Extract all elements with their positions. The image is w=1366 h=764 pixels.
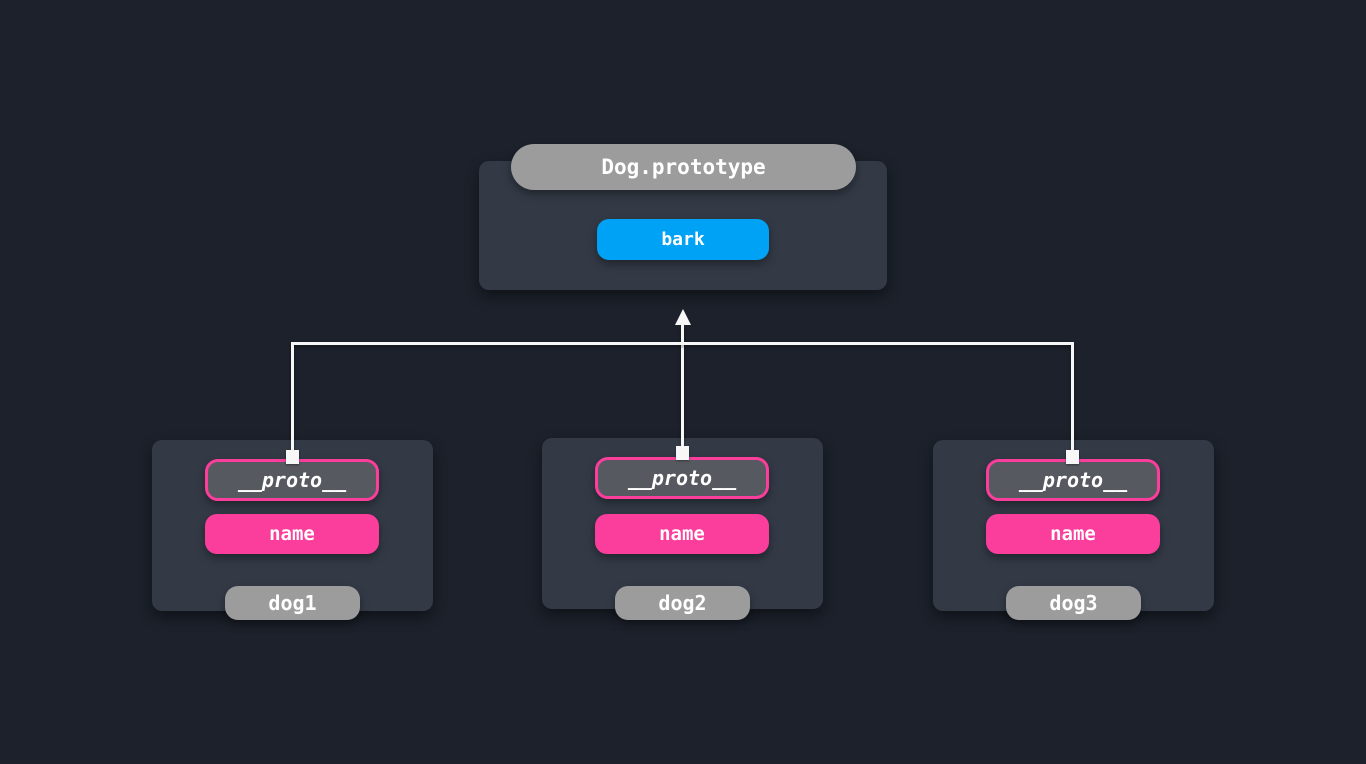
connector-endpoint-square-dog1 [286,450,299,464]
prototype-title-pill: Dog.prototype [511,144,856,190]
connector-center-vertical [681,324,684,450]
method-bark-pill: bark [597,219,769,260]
connector-endpoint-square-dog3 [1066,450,1079,464]
proto-pill-dog2: __proto__ [595,457,769,499]
var-label-dog3: dog3 [1006,586,1141,620]
arrow-up-icon [675,309,691,325]
name-pill-dog3: name [986,514,1160,554]
connector-endpoint-square-dog2 [676,446,689,460]
connector-left-vertical [291,344,294,452]
name-pill-dog1: name [205,514,379,554]
connector-right-vertical [1071,344,1074,452]
name-pill-dog2: name [595,514,769,554]
proto-pill-dog3: __proto__ [986,459,1160,501]
var-label-dog1: dog1 [225,586,360,620]
proto-pill-dog1: __proto__ [205,459,379,501]
connector-horizontal [291,342,1074,345]
var-label-dog2: dog2 [615,586,750,620]
